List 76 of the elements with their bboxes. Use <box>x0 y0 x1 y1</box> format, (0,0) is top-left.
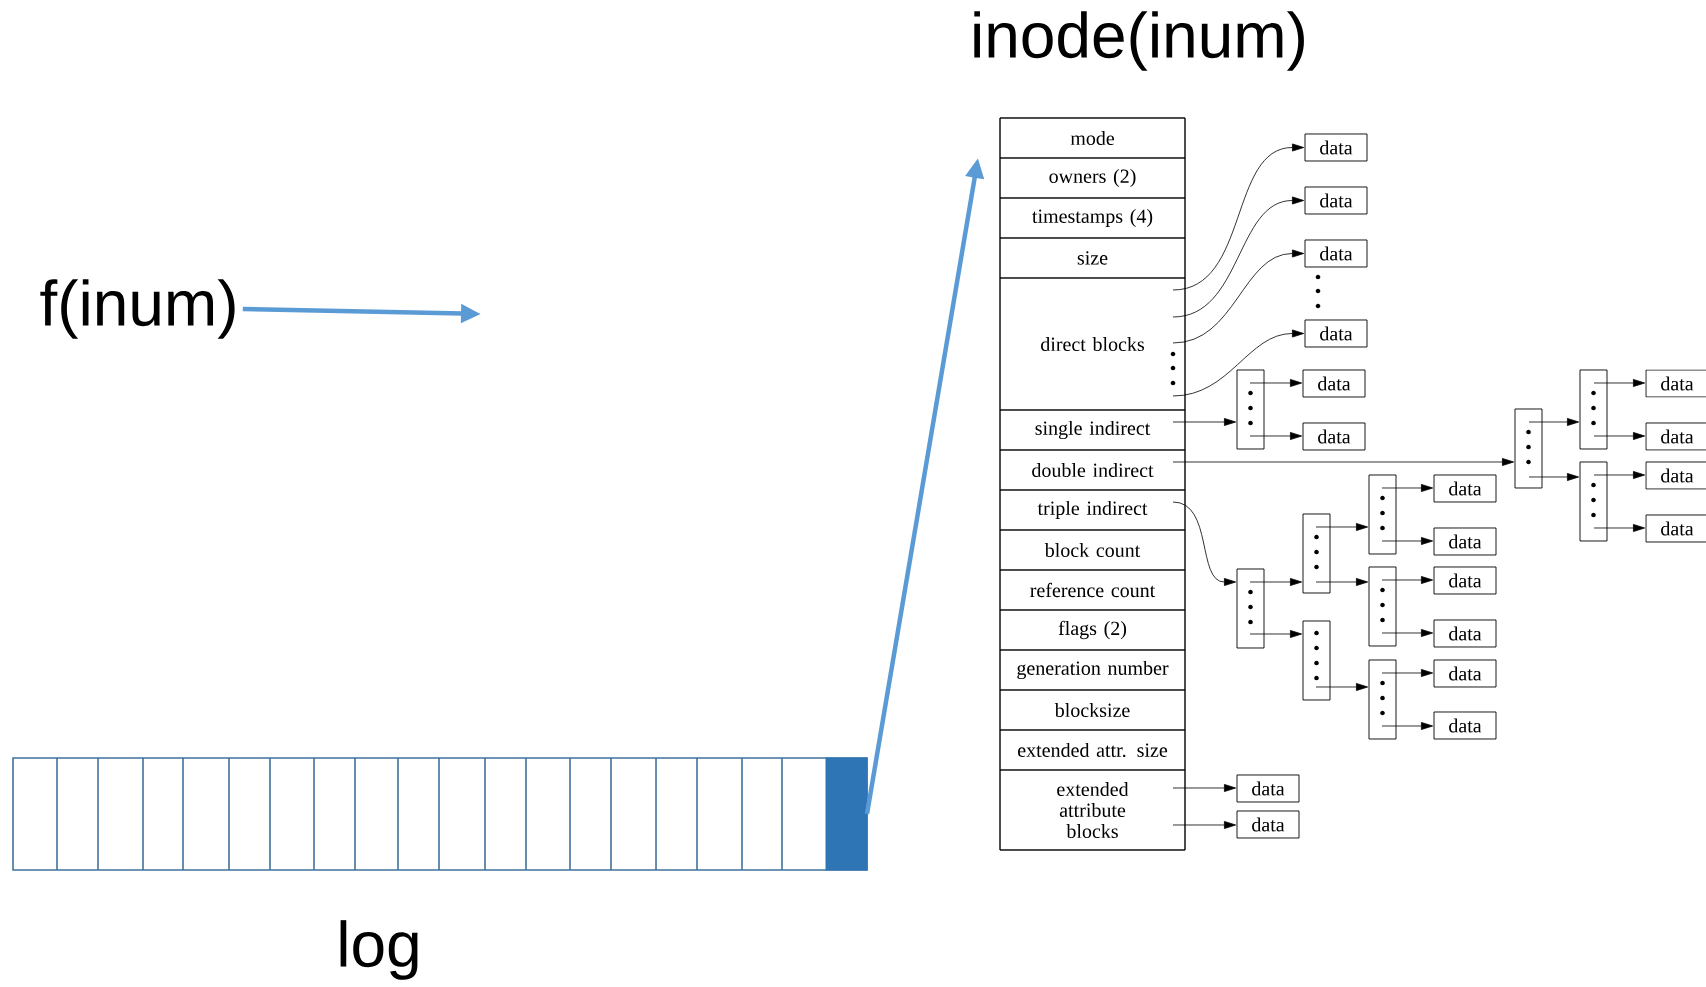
arrow <box>1381 576 1434 584</box>
data-block: data <box>1645 461 1706 490</box>
data-block: data <box>1304 239 1368 268</box>
data-block: data <box>1645 514 1706 543</box>
data-block: data <box>1645 422 1706 451</box>
arrow <box>1249 379 1303 387</box>
arrow <box>1172 143 1305 291</box>
function-label: f(inum) <box>40 279 235 339</box>
pointer-block <box>1368 659 1397 740</box>
pointer-block <box>1236 568 1265 649</box>
pointer-block <box>1302 513 1331 594</box>
inode-field: extended attr. size <box>999 729 1186 771</box>
arrow <box>1593 432 1646 440</box>
data-block: data <box>1645 369 1706 398</box>
data-block: data <box>1236 774 1300 803</box>
pointer-block <box>1368 474 1397 555</box>
pointer-block <box>1368 566 1397 647</box>
arrow <box>1315 578 1369 586</box>
data-block: data <box>1236 810 1300 839</box>
inode-field: reference count <box>999 569 1186 611</box>
inode-field: size <box>999 237 1186 279</box>
arrow <box>1381 484 1434 492</box>
arrow <box>1172 458 1515 466</box>
arrow <box>1528 418 1580 426</box>
arrow <box>1381 669 1434 677</box>
arrow <box>1172 329 1305 397</box>
data-block: data <box>1302 422 1366 451</box>
arrow <box>1172 196 1305 318</box>
inode-field: extended attribute blocks <box>999 769 1186 851</box>
inode-field: owners (2) <box>999 157 1186 199</box>
arrow <box>1593 379 1646 387</box>
data-block: data <box>1304 186 1368 215</box>
inode-field: flags (2) <box>999 609 1186 651</box>
inode-field: double indirect <box>999 449 1186 491</box>
arrow <box>1172 784 1237 792</box>
inode-field: timestamps (4) <box>999 197 1186 239</box>
arrow <box>1172 501 1237 586</box>
arrow <box>1381 722 1434 730</box>
arrow <box>1249 578 1303 586</box>
arrow <box>1172 821 1237 829</box>
inode-field: direct blocks <box>999 277 1186 411</box>
inode-field: blocksize <box>999 689 1186 731</box>
data-block: data <box>1433 619 1497 648</box>
data-block: data <box>1433 659 1497 688</box>
pointer-block <box>1302 620 1331 701</box>
data-block: data <box>1304 319 1368 348</box>
inode-field: triple indirect <box>999 489 1186 531</box>
arrow <box>1315 683 1369 691</box>
pointer-block <box>1236 369 1265 450</box>
pointer-block <box>1579 369 1608 450</box>
log-bar: log <box>12 757 868 980</box>
arrow <box>1381 537 1434 545</box>
arrow <box>1249 630 1303 638</box>
arrow <box>1593 524 1646 532</box>
arrow <box>1172 249 1305 344</box>
arrow <box>1381 629 1434 637</box>
node-label: log <box>340 920 418 980</box>
pointer-block <box>1514 408 1543 489</box>
arrow <box>1528 473 1580 481</box>
pointer-block <box>1579 461 1608 542</box>
inode-field: generation number <box>999 649 1186 691</box>
arrow <box>1593 471 1646 479</box>
data-block: data <box>1302 369 1366 398</box>
inode-field: single indirect <box>999 409 1186 451</box>
data-block: data <box>1433 474 1497 503</box>
arrow <box>1249 432 1303 440</box>
node-label: inode(inum) <box>974 11 1304 71</box>
data-block: data <box>1433 711 1497 740</box>
arrow <box>1172 418 1237 426</box>
arrow <box>1315 523 1369 531</box>
inode-field: block count <box>999 529 1186 571</box>
data-block: data <box>1433 566 1497 595</box>
log-entry <box>825 757 868 871</box>
data-block: data <box>1304 133 1368 162</box>
data-block: data <box>1433 527 1497 556</box>
inode-field: mode <box>999 117 1186 159</box>
